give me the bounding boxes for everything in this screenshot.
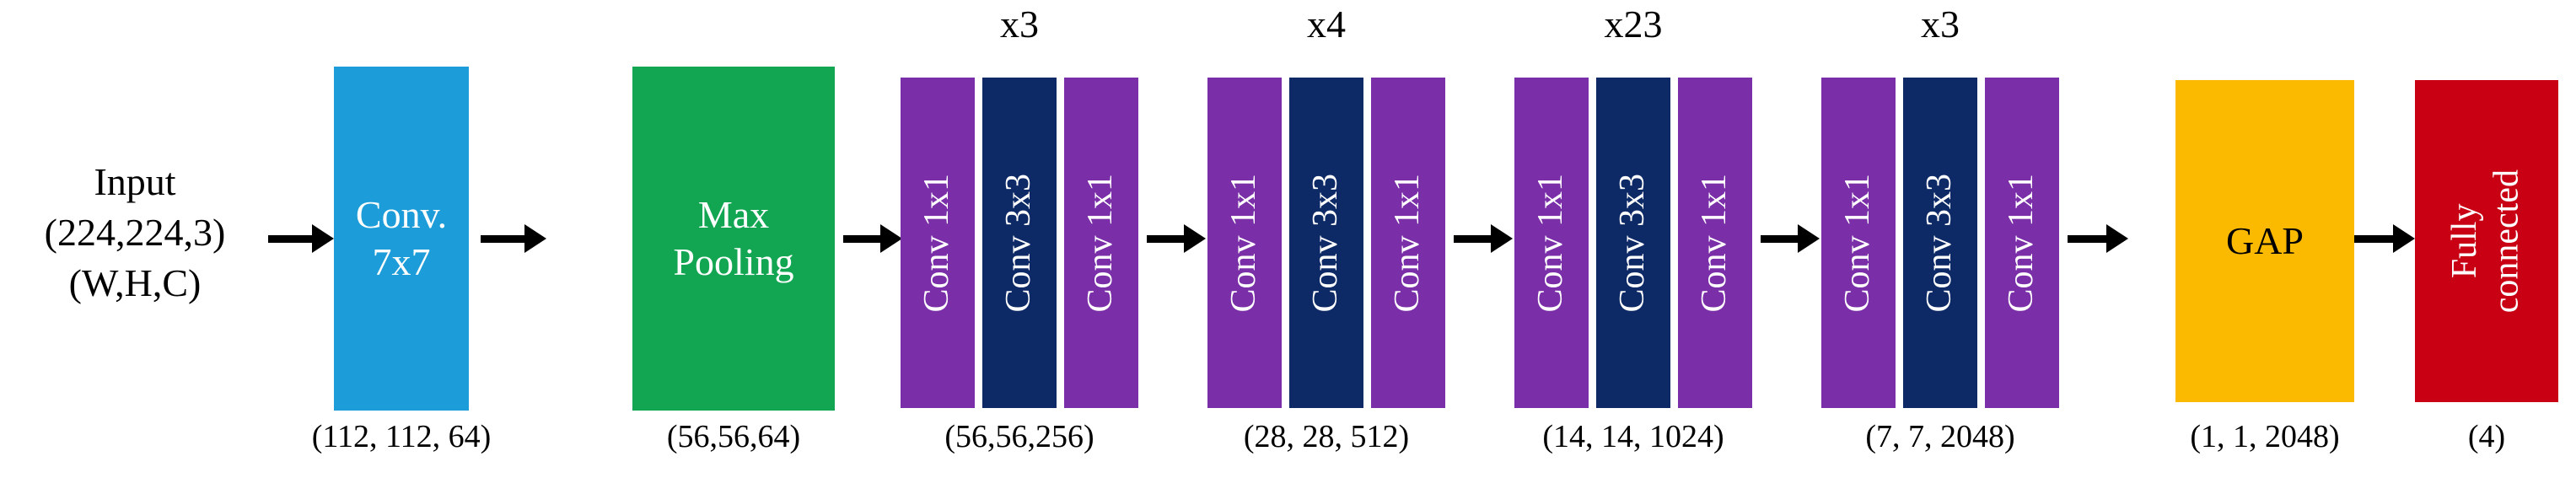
- block-fully-connected-label: Fully connected: [2445, 169, 2526, 314]
- arrow-stage4-to-gap: [2068, 224, 2128, 253]
- stage1-layer-conv1x1-a-label: Conv 1x1: [917, 173, 957, 313]
- stage1-layer-conv3x3[interactable]: Conv 3x3: [982, 78, 1057, 408]
- stage3-layer-conv3x3-label: Conv 3x3: [1613, 173, 1653, 313]
- stage2-layer-conv1x1-a-label: Conv 1x1: [1224, 173, 1264, 313]
- arrow-shaft: [2068, 234, 2106, 243]
- stage1-multiplier: x3: [1000, 3, 1039, 46]
- arrow-head: [2393, 224, 2415, 253]
- arrow-stage3-to-stage4: [1761, 224, 1820, 253]
- block-gap-label: GAP: [2225, 218, 2304, 262]
- stage4-layer-conv1x1-a[interactable]: Conv 1x1: [1821, 78, 1896, 408]
- arrow-maxpool-to-stage1: [843, 224, 902, 253]
- stage2-layer-conv1x1-b-label: Conv 1x1: [1388, 173, 1428, 313]
- stage1-layer-conv1x1-b-label: Conv 1x1: [1081, 173, 1121, 313]
- arrow-stage2-to-stage3: [1454, 224, 1513, 253]
- arrow-shaft: [843, 234, 880, 243]
- arrow-input-to-conv7x7: [268, 224, 334, 253]
- stage3-layer-conv1x1-b[interactable]: Conv 1x1: [1678, 78, 1752, 408]
- arrow-head: [1798, 224, 1820, 253]
- block-fully-connected[interactable]: Fully connected: [2415, 80, 2558, 402]
- arrow-shaft: [481, 234, 524, 243]
- block-maxpool-label: Max Pooling: [673, 192, 794, 283]
- dim-label-stage4: (7, 7, 2048): [1865, 419, 2015, 454]
- dim-label-stage1: (56,56,256): [944, 419, 1094, 454]
- arrow-shaft: [1454, 234, 1491, 243]
- stage3-layer-conv1x1-a[interactable]: Conv 1x1: [1514, 78, 1589, 408]
- arrow-shaft: [268, 234, 312, 243]
- stage1-layer-conv1x1-a[interactable]: Conv 1x1: [901, 78, 975, 408]
- arrow-stage1-to-stage2: [1147, 224, 1206, 253]
- block-gap[interactable]: GAP: [2175, 80, 2354, 402]
- stage4-layer-conv1x1-b[interactable]: Conv 1x1: [1985, 78, 2059, 408]
- stage3-layer-conv1x1-a-label: Conv 1x1: [1531, 173, 1571, 313]
- stage3-multiplier: x23: [1604, 3, 1663, 46]
- dim-label-fc: (4): [2467, 419, 2506, 454]
- dim-label-conv7x7: (112, 112, 64): [311, 419, 492, 454]
- stage4-layer-conv3x3-label: Conv 3x3: [1920, 173, 1960, 313]
- arrow-gap-to-fc: [2354, 224, 2415, 253]
- arrow-shaft: [1761, 234, 1798, 243]
- stage4-layer-conv3x3[interactable]: Conv 3x3: [1903, 78, 1977, 408]
- block-conv7x7-label: Conv. 7x7: [355, 192, 448, 283]
- stage4-layer-conv1x1-a-label: Conv 1x1: [1838, 173, 1878, 313]
- arrow-head: [524, 224, 546, 253]
- arrow-head: [1184, 224, 1206, 253]
- stage1-layer-conv1x1-b[interactable]: Conv 1x1: [1064, 78, 1138, 408]
- arrow-head: [1491, 224, 1513, 253]
- arrow-conv7x7-to-maxpool: [481, 224, 546, 253]
- dim-label-maxpool: (56,56,64): [666, 419, 801, 454]
- dim-label-gap: (1, 1, 2048): [2190, 419, 2340, 454]
- arrow-head: [2106, 224, 2128, 253]
- stage2-layer-conv1x1-a[interactable]: Conv 1x1: [1207, 78, 1282, 408]
- stage1-layer-conv3x3-label: Conv 3x3: [999, 173, 1039, 313]
- stage3-layer-conv1x1-b-label: Conv 1x1: [1695, 173, 1734, 313]
- stage4-layer-conv1x1-b-label: Conv 1x1: [2002, 173, 2041, 313]
- stage2-layer-conv3x3-label: Conv 3x3: [1306, 173, 1346, 313]
- arrow-shaft: [1147, 234, 1184, 243]
- stage2-multiplier: x4: [1307, 3, 1346, 46]
- input-label-line2: (224,224,3): [44, 210, 226, 254]
- stage4-multiplier: x3: [1921, 3, 1960, 46]
- stage2-layer-conv1x1-b[interactable]: Conv 1x1: [1371, 78, 1445, 408]
- input-label-line3: (W,H,C): [68, 260, 202, 304]
- input-label-line1: Input: [94, 160, 176, 203]
- arrow-head: [880, 224, 902, 253]
- arrow-head: [312, 224, 334, 253]
- block-conv7x7[interactable]: Conv. 7x7: [334, 67, 469, 411]
- dim-label-stage3: (14, 14, 1024): [1542, 419, 1724, 454]
- block-maxpool[interactable]: Max Pooling: [632, 67, 835, 411]
- arrow-shaft: [2354, 234, 2393, 243]
- dim-label-stage2: (28, 28, 512): [1243, 419, 1410, 454]
- input-label: Input (224,224,3) (W,H,C): [8, 157, 261, 308]
- stage2-layer-conv3x3[interactable]: Conv 3x3: [1289, 78, 1363, 408]
- stage3-layer-conv3x3[interactable]: Conv 3x3: [1596, 78, 1670, 408]
